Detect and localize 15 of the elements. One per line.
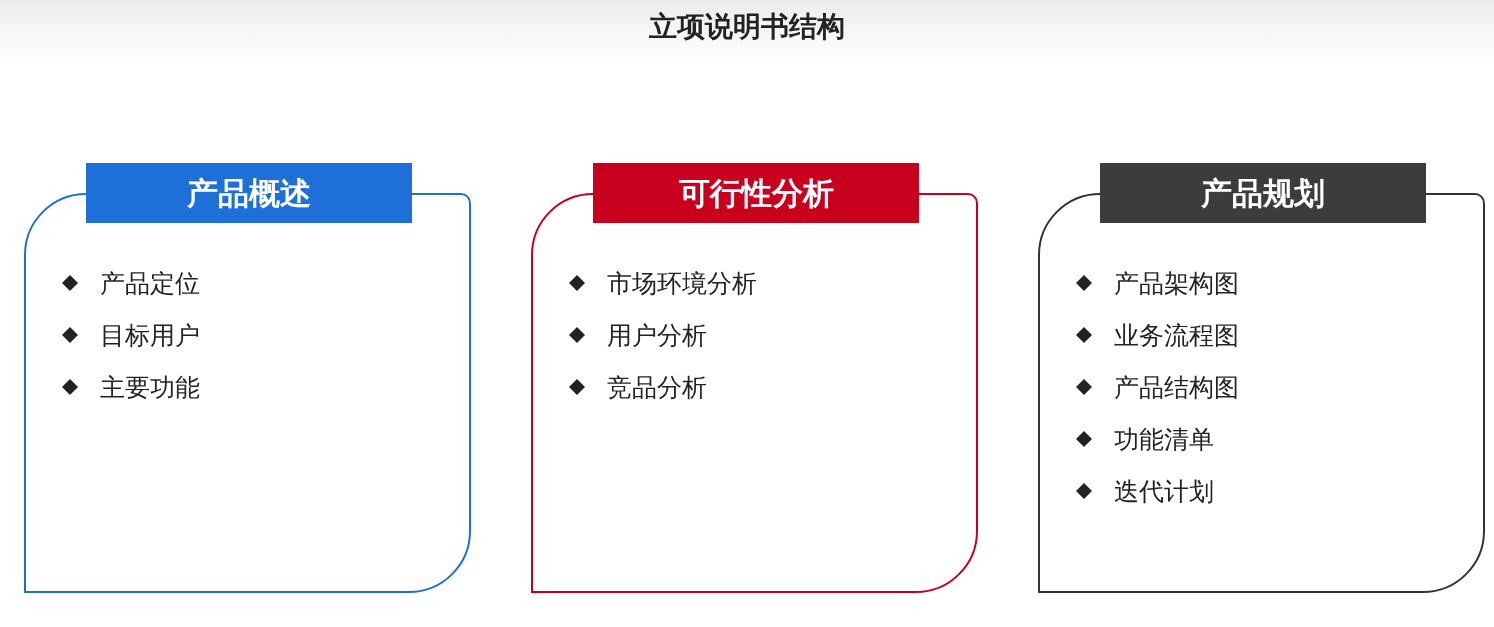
list-item: 市场环境分析 xyxy=(607,267,757,300)
list-item: 产品结构图 xyxy=(1114,371,1239,404)
list-item: 产品架构图 xyxy=(1114,267,1239,300)
list-item: 业务流程图 xyxy=(1114,319,1239,352)
title: 立项说明书结构 xyxy=(648,9,846,45)
list-item: 产品定位 xyxy=(100,267,200,300)
list-item: 功能清单 xyxy=(1114,423,1214,456)
list-item: 迭代计划 xyxy=(1114,475,1214,508)
header-tab: 产品概述 xyxy=(86,163,412,223)
header-tab: 可行性分析 xyxy=(593,163,919,223)
list-item: 目标用户 xyxy=(100,319,200,352)
list-item: 主要功能 xyxy=(100,371,200,404)
list-item: 竞品分析 xyxy=(607,371,707,404)
list-item: 用户分析 xyxy=(607,319,707,352)
header-tab: 产品规划 xyxy=(1100,163,1426,223)
